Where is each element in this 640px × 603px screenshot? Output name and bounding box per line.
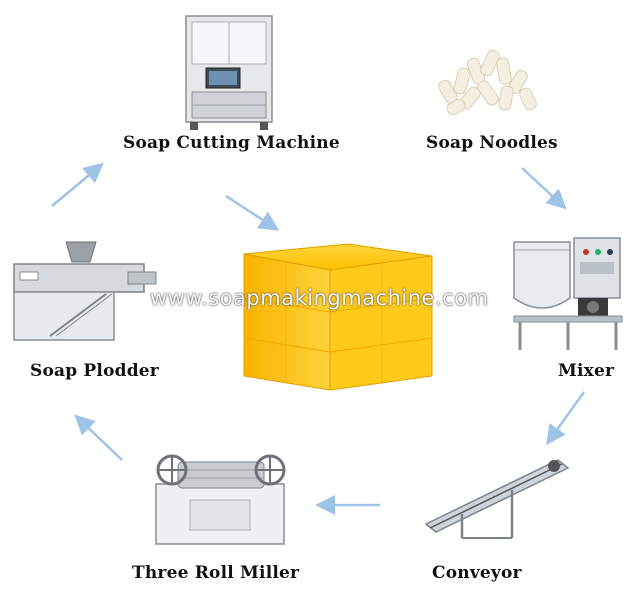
label-soap-noodles: Soap Noodles: [426, 133, 558, 153]
node-mixer: [508, 232, 632, 354]
arrow-noodles-to-mixer: [521, 167, 567, 210]
label-conveyor: Conveyor: [432, 563, 522, 583]
arrow-cutting-to-soap: [225, 194, 280, 231]
center-soap-stack: [236, 240, 436, 400]
soap-noodles-icon: [438, 49, 537, 116]
node-conveyor: [422, 452, 572, 540]
node-soap-cutting-machine: [180, 12, 280, 134]
label-soap-plodder: Soap Plodder: [30, 361, 159, 381]
mixer-icon: [513, 237, 623, 350]
roll-mill-icon: [155, 454, 286, 545]
label-three-roll-miller: Three Roll Miller: [132, 563, 300, 583]
cutting-machine-icon: [185, 15, 273, 130]
arrow-miller-to-plodder: [74, 414, 123, 461]
node-three-roll-miller: [150, 448, 290, 548]
label-mixer: Mixer: [558, 361, 615, 381]
label-soap-cutting-machine: Soap Cutting Machine: [123, 133, 340, 153]
node-soap-plodder: [10, 236, 160, 344]
watermark: www.soapmakingmachine.com: [150, 286, 489, 310]
arrow-plodder-to-cutting: [51, 162, 104, 207]
conveyor-icon: [424, 459, 570, 539]
node-soap-noodles: [434, 40, 544, 120]
plodder-icon: [13, 241, 157, 341]
arrow-mixer-to-conveyor: [546, 391, 586, 446]
soap-bars-icon: [243, 243, 433, 391]
